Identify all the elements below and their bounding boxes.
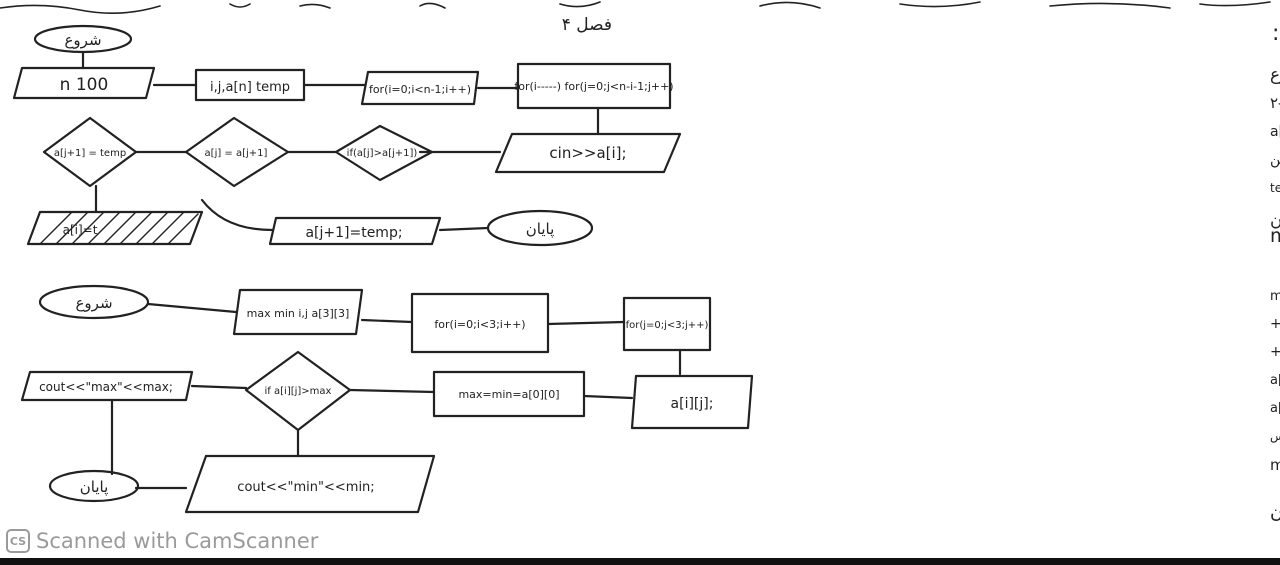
sort-hatching [39,211,199,245]
minmax-end-label: پایان [80,478,109,497]
sort-notes-title: مرتب سازی حبابی : [1272,21,1280,46]
minmax-start-terminal [38,284,150,320]
sort-init-label: n 100 [60,75,109,95]
sort-arrow-10 [438,226,490,232]
sort-outer-loop-label: for(i=0;i<n-1;i++) [369,83,471,96]
minmax-assign-box [432,370,586,418]
minmax-end-terminal [48,469,140,503]
minmax-arrow-6 [348,388,436,394]
sort-hatched-box [26,210,204,246]
minmax-arrow-2 [360,318,414,324]
minmax-arrow-7 [190,384,248,390]
minmax-vars-label: max min i,j a[3][3] [247,307,350,320]
sort-condition-label: if(a[j]>a[j+1]) [347,148,418,159]
minmax-step-1: ۱- شروع ۲- a[3][3] و i و j و min و max [1270,289,1280,304]
sort-init-box [12,66,156,100]
minmax-start-label: شروع [75,294,112,312]
sort-inner-loop-label: for(i-----) for(j=0;j<n-i-1;j++) [514,80,673,93]
camscanner-logo-icon: CS [6,529,30,553]
sort-end-terminal [486,209,594,247]
chapter-heading: فصل ۴ [562,15,612,35]
minmax-input-box [630,374,754,430]
minmax-output-min-label: cout<<"min"<<min; [237,480,374,495]
sort-end-label: پایان [526,220,555,239]
camscanner-watermark: CS Scanned with CamScanner [6,527,318,555]
sort-vars-label: i,j,a[n] temp [210,80,290,95]
minmax-arrow-5 [582,394,634,400]
minmax-step-8: ۱۰- پایان [1270,502,1280,523]
minmax-step-7: ۹- چاپ کن min و max [1270,456,1280,474]
minmax-output-min-box [184,454,436,514]
sort-condition-diamond [334,124,434,182]
minmax-condition-label: if a[i][j]>max [265,386,332,397]
minmax-step-5: ۷- حلقه ها را تکرار کن ۸- اگر a[i][j]>ma… [1270,400,1280,416]
minmax-step-2: ۳- حلقه i=0 و i<3 و i++ [1270,316,1280,332]
sort-notes: مرتب سازی حبابی : ۱- شروع ۲- n برابر ۱۰۰… [1270,21,1280,231]
sort-input-label: cin>>a[i]; [549,144,626,162]
sort-swap-box [268,216,442,246]
sort-assign1-diamond [184,116,290,188]
sort-assign1-label: a[j] = a[j+1] [205,148,268,159]
sort-step-5: ۸- اگر a[j]>a[j+1] آنگاه temp=a[j] a[j]=… [1270,180,1280,196]
minmax-arrow-1 [146,302,238,314]
sort-arrow-9 [200,198,274,232]
minmax-notes: آرایه دو بعدی : min , max ۱- شروع ۲- a[3… [1270,223,1280,523]
sort-hatched-label: a[i]=t [63,223,98,237]
minmax-step-6: آنگاه max=a[i][j] و min=a[i][j] برعکس [1270,428,1280,444]
sort-inner-loop-box [516,62,672,110]
sort-step-2: ۲- n برابر ۱۰۰ ۳- تعریف i و j و a[n] و t… [1270,94,1280,112]
sort-step-4: ۶- حلقه ... را تکرار کن ۷- مقادیر را در … [1270,152,1280,168]
minmax-vars-box [232,288,364,336]
sort-start-label: شروع [64,31,101,49]
camscanner-text: Scanned with CamScanner [36,529,319,553]
scan-bottom-edge [0,558,1280,565]
minmax-arrow-3 [546,320,626,326]
minmax-notes-title: آرایه دو بعدی : min , max [1270,223,1280,247]
sort-outer-loop-box [360,70,480,106]
minmax-inner-loop-label: for(j=0;j<3;j++) [626,320,709,331]
sort-step-1: ۱- شروع [1270,65,1280,85]
minmax-flowchart: شروع max min i,j a[3][3] for(i=0;i<3;i++… [20,284,754,514]
minmax-outer-loop-label: for(i=0;i<3;i++) [434,318,525,331]
minmax-step-4: ۵- وارد کن a[i][j] ۶- max=min=a[0][0] [1270,373,1280,388]
sort-swap-label: a[j+1]=temp; [305,225,402,241]
minmax-output-max-box [20,370,194,402]
minmax-input-label: a[i][j]; [671,396,714,412]
sort-assign2-diamond [42,116,138,188]
top-scribbles [0,1,1271,14]
sort-input-box [494,132,682,174]
minmax-assign-label: max=min=a[0][0] [458,388,559,401]
sort-step-6: ۹- پایان [1270,211,1280,231]
minmax-step-3: ۴- حلقه j=0 و j<3 و j++ [1270,344,1280,360]
sort-flowchart: شروع n 100 i,j,a[n] temp for(i=0;i<n-1;i… [12,24,682,247]
sort-step-3: ۴- حلقه i=0 ادامه تا i<n-1 و i++ وارد کن… [1270,124,1280,140]
sort-assign2-label: a[j+1] = temp [54,148,126,159]
minmax-inner-loop-box [622,296,712,352]
minmax-output-max-label: cout<<"max"<<max; [39,380,173,394]
